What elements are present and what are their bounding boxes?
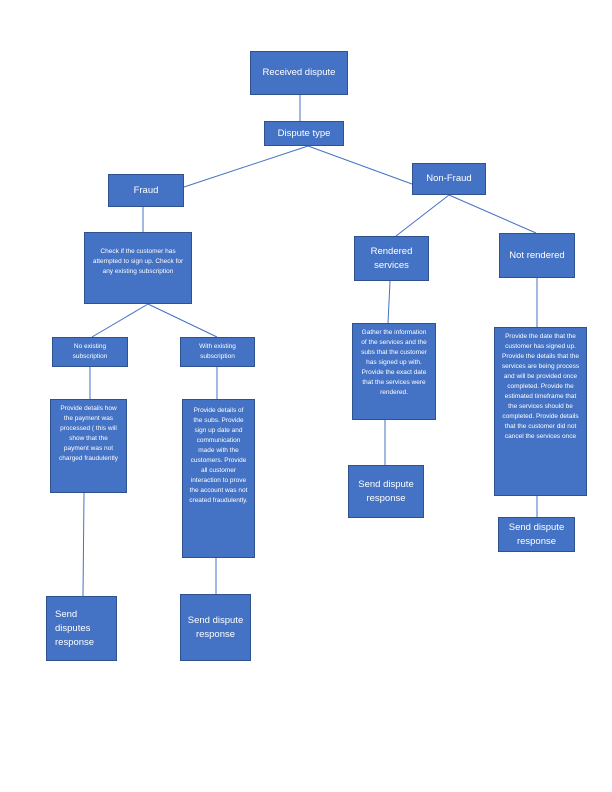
send-dispute-response-with-sub-node: Send dispute response <box>180 594 251 661</box>
check-customer-node: Check if the customer has attempted to s… <box>84 232 192 304</box>
gather-information-label: Gather the information of the services a… <box>361 329 427 396</box>
rendered-services-node: Rendered services <box>354 236 429 281</box>
non-fraud-label: Non-Fraud <box>426 173 472 184</box>
provide-payment-details-label: Provide details how the payment was proc… <box>59 405 118 462</box>
with-existing-subscription-label: With existing subscription <box>199 343 236 360</box>
connector-type-to-nonfraud <box>307 145 413 185</box>
dispute-type-node: Dispute type <box>264 121 344 146</box>
connector-rendered-to-gather <box>387 280 391 324</box>
no-existing-subscription-node: No existing subscription <box>52 337 128 367</box>
send-disputes-response-no-sub-label: Send disputes response <box>55 608 95 648</box>
dispute-type-label: Dispute type <box>277 127 331 139</box>
non-fraud-node: Non-Fraud <box>412 163 486 195</box>
provide-date-node: Provide the date that the customer has s… <box>494 327 587 496</box>
send-dispute-response-not-rendered-label: Send dispute response <box>508 521 565 547</box>
not-rendered-node: Not rendered <box>499 233 575 278</box>
connector-type-to-fraud <box>183 145 309 188</box>
connector-check-to-noexisting <box>91 303 149 338</box>
send-dispute-response-rendered-node: Send dispute response <box>348 465 424 518</box>
with-existing-subscription-node: With existing subscription <box>180 337 255 367</box>
provide-subs-details-label: Provide details of the subs. Provide sig… <box>189 407 248 504</box>
received-dispute-label: Received dispute <box>262 67 336 78</box>
rendered-services-label: Rendered services <box>370 245 413 271</box>
received-dispute-node: Received dispute <box>250 51 348 95</box>
not-rendered-label: Not rendered <box>509 249 565 261</box>
send-dispute-response-not-rendered-node: Send dispute response <box>498 517 575 552</box>
connector-nonfraud-to-notrendered <box>448 194 537 234</box>
connector-check-to-withexisting <box>147 303 218 338</box>
provide-date-label: Provide the date that the customer has s… <box>501 333 580 440</box>
send-dispute-response-with-sub-label: Send dispute response <box>187 614 244 640</box>
connector-nonfraud-to-rendered <box>395 194 450 237</box>
send-disputes-response-no-sub-node: Send disputes response <box>46 596 117 661</box>
connector-payment-to-send <box>82 492 85 597</box>
gather-information-node: Gather the information of the services a… <box>352 323 436 420</box>
check-customer-label: Check if the customer has attempted to s… <box>92 248 184 275</box>
no-existing-subscription-label: No existing subscription <box>72 343 108 360</box>
provide-payment-details-node: Provide details how the payment was proc… <box>50 399 127 493</box>
provide-subs-details-node: Provide details of the subs. Provide sig… <box>182 399 255 558</box>
fraud-node: Fraud <box>108 174 184 207</box>
fraud-label: Fraud <box>133 184 159 196</box>
send-dispute-response-rendered-label: Send dispute response <box>358 478 414 504</box>
